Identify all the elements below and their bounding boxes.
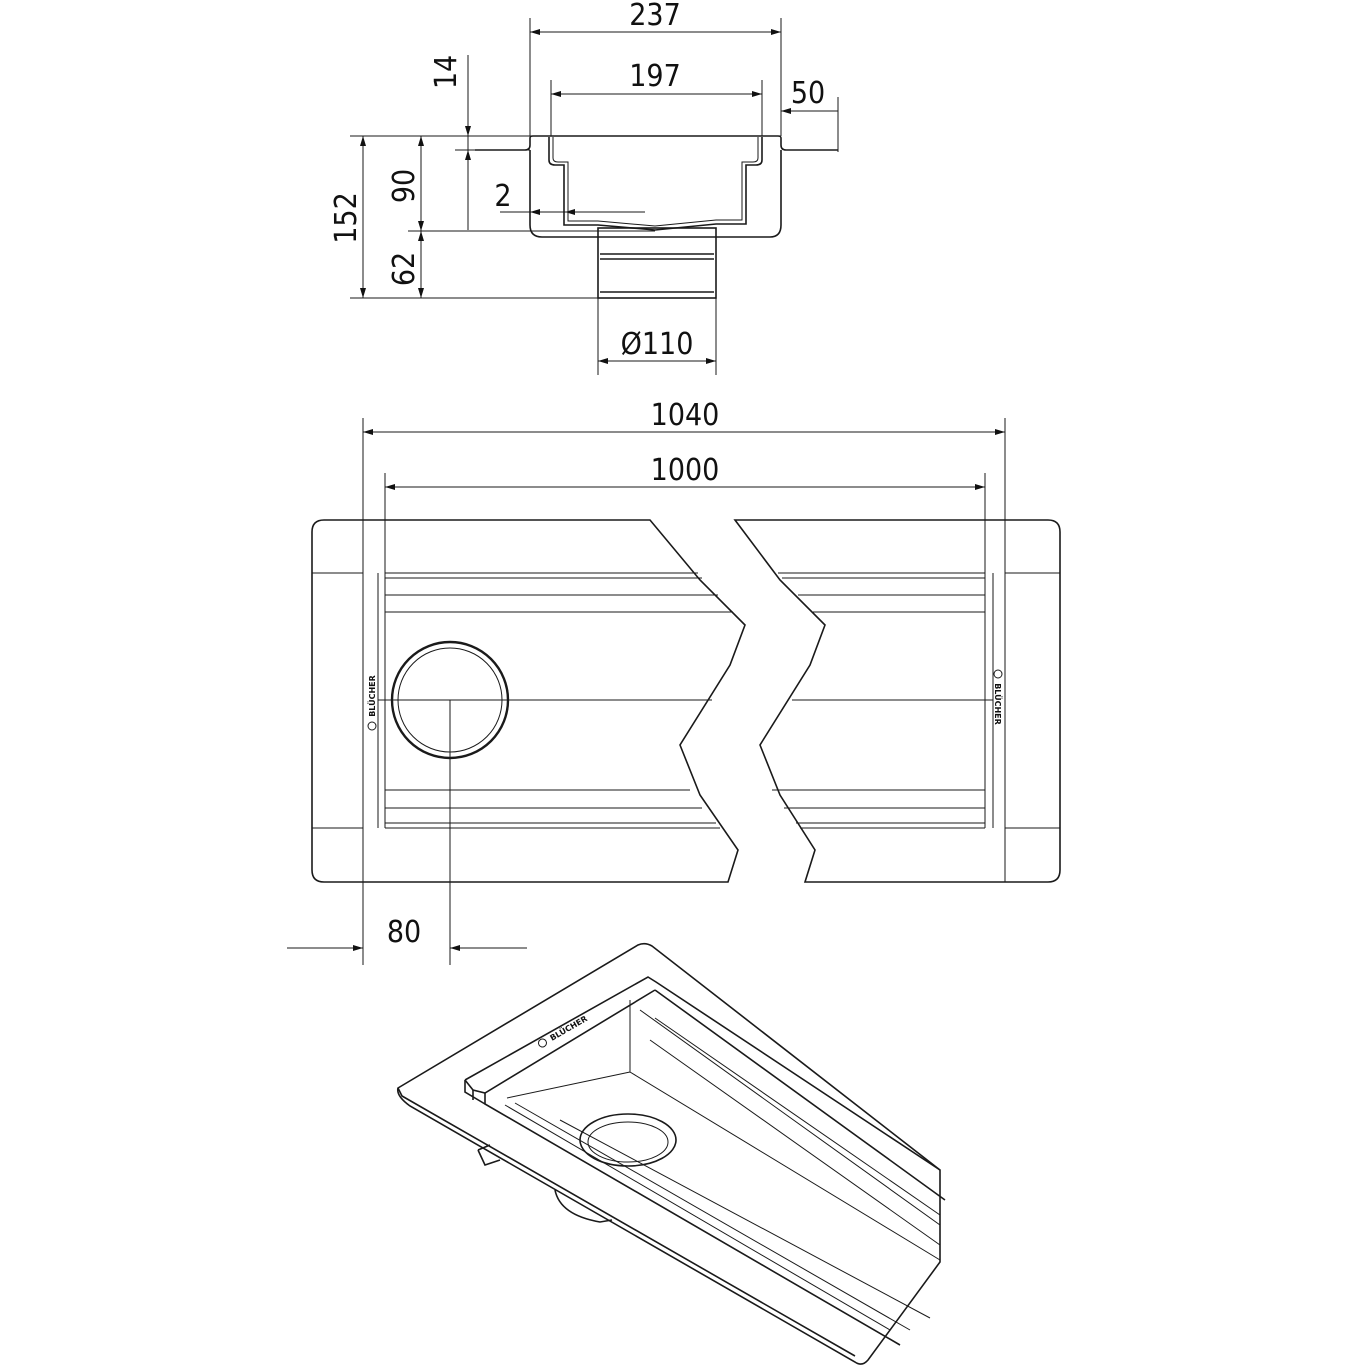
dim-90: 90 [387,169,422,203]
outlet-circle [390,640,510,760]
channel-left-half [311,519,746,883]
section-view: 237 197 50 2 Ø110 14 152 90 62 [329,0,839,375]
dim-62: 62 [387,252,422,286]
iso-outlet [579,1113,677,1167]
channel-right-half [733,519,1061,883]
dim-14: 14 [429,55,464,89]
svg-text:BLÜCHER: BLÜCHER [367,675,377,717]
plan-view: BLÜCHER BLÜCHER 1040 1000 80 [287,398,1061,965]
brand-logo-iso: BLÜCHER [537,1013,589,1048]
brand-logo-left: BLÜCHER [367,675,377,731]
iso-plate [396,942,941,1365]
isometric-view: BLÜCHER [396,942,946,1365]
dim-1000: 1000 [651,453,720,488]
svg-text:BLÜCHER: BLÜCHER [548,1013,589,1042]
svg-text:BLÜCHER: BLÜCHER [993,683,1003,725]
brand-logo-right: BLÜCHER [993,669,1003,725]
dim-2: 2 [494,179,511,214]
dim-110: Ø110 [621,327,694,362]
dim-50: 50 [791,76,825,111]
channel-profile [475,135,838,151]
outlet-pipe [597,227,717,299]
dim-152: 152 [329,192,364,244]
dim-237: 237 [629,0,681,33]
dim-197: 197 [629,59,681,94]
dim-1040: 1040 [651,398,720,433]
dim-80: 80 [387,915,421,950]
